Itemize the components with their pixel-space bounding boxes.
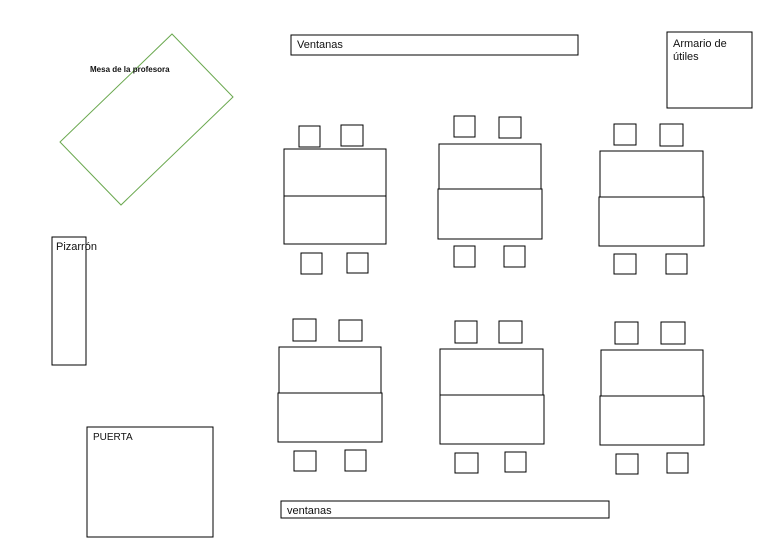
chair bbox=[659, 123, 684, 147]
chair bbox=[504, 451, 527, 473]
table-group-5 bbox=[439, 320, 545, 474]
windows-bottom-label: ventanas bbox=[287, 505, 332, 517]
chair bbox=[615, 453, 639, 475]
door-box bbox=[86, 426, 214, 538]
table-group-4 bbox=[277, 318, 383, 472]
windows-top-box bbox=[290, 34, 579, 56]
chair bbox=[454, 320, 478, 344]
chair bbox=[300, 252, 323, 275]
chair bbox=[346, 252, 369, 274]
table bbox=[277, 392, 383, 443]
chair bbox=[613, 253, 637, 275]
chair bbox=[665, 253, 688, 275]
table-group-2 bbox=[437, 115, 543, 268]
windows-top-label: Ventanas bbox=[297, 39, 343, 51]
table bbox=[283, 148, 387, 197]
chair bbox=[344, 449, 367, 472]
table bbox=[599, 150, 704, 198]
chair bbox=[498, 116, 522, 139]
table bbox=[283, 195, 387, 245]
table bbox=[599, 395, 705, 446]
chair bbox=[614, 321, 639, 345]
chair bbox=[503, 245, 526, 268]
teacher-desk-shape bbox=[59, 33, 234, 206]
chair bbox=[613, 123, 637, 146]
chair bbox=[453, 245, 476, 268]
chair bbox=[338, 319, 363, 342]
table bbox=[600, 349, 704, 397]
table-group-3 bbox=[598, 123, 705, 275]
table bbox=[598, 196, 705, 247]
chair bbox=[454, 452, 479, 474]
table bbox=[437, 188, 543, 240]
chair bbox=[292, 318, 317, 342]
chair bbox=[660, 321, 686, 345]
supplies-cabinet-label-line2: útiles bbox=[673, 51, 699, 63]
chair bbox=[340, 124, 364, 147]
windows-bottom-box bbox=[280, 500, 610, 519]
teacher-desk-label: Mesa de la profesora bbox=[90, 65, 170, 74]
table bbox=[278, 346, 382, 394]
chair bbox=[498, 320, 523, 344]
supplies-cabinet-label-line1: Armario de bbox=[673, 38, 727, 50]
supplies-cabinet-box bbox=[666, 31, 753, 109]
door-label: PUERTA bbox=[93, 432, 133, 443]
chair bbox=[666, 452, 689, 474]
chair bbox=[298, 125, 321, 148]
table-group-1 bbox=[283, 124, 387, 275]
chair bbox=[293, 450, 317, 472]
chair bbox=[453, 115, 476, 138]
blackboard-box bbox=[51, 236, 87, 366]
blackboard-label: Pizarrón bbox=[56, 241, 97, 253]
table bbox=[439, 348, 544, 396]
table-group-6 bbox=[599, 321, 705, 475]
table bbox=[439, 394, 545, 445]
table bbox=[438, 143, 542, 190]
